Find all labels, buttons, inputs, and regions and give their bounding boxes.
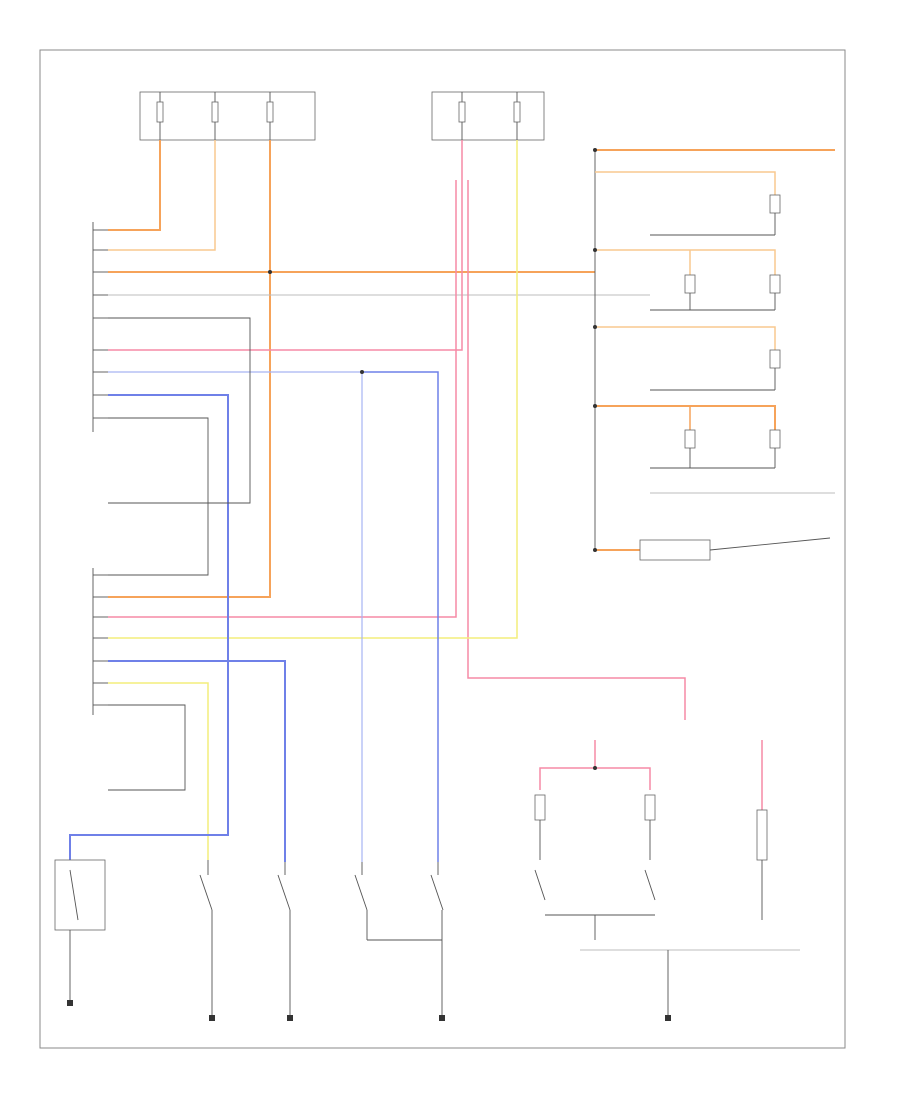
wire-blue-3 xyxy=(108,660,286,862)
connector-pins-upper xyxy=(92,222,108,432)
console-lamp-switch xyxy=(639,539,711,561)
diagram-frame xyxy=(39,49,846,1049)
fuse-right-2 xyxy=(513,92,521,140)
wire-pink-2 xyxy=(108,180,457,618)
switch-2 xyxy=(199,860,215,1021)
switch-5 xyxy=(430,862,445,1021)
lamp-r2a xyxy=(684,274,696,310)
wire-blue-2 xyxy=(69,394,229,860)
wire-black-3 xyxy=(108,704,186,791)
bottom-right-lamps xyxy=(534,740,800,1021)
wire-lightorange-r1 xyxy=(595,171,776,195)
lamp-r4a xyxy=(684,429,696,468)
switch-4 xyxy=(354,862,442,941)
bottom-switches xyxy=(54,859,445,1021)
wire-yellow xyxy=(108,140,518,639)
fuse-left-1 xyxy=(156,92,164,140)
lamp-r2b xyxy=(650,274,781,311)
fuse-block-left xyxy=(139,91,316,141)
wire-orange-fuse3 xyxy=(108,140,271,598)
lamp-r3 xyxy=(650,349,781,391)
wire-lightorange-fuse2 xyxy=(108,140,216,251)
fuse-left-3 xyxy=(266,92,274,140)
lamp-r1 xyxy=(650,194,781,236)
wire-black-1 xyxy=(108,317,251,504)
wire-lightorange-r3 xyxy=(595,326,776,350)
wire-yellow-2 xyxy=(108,682,209,860)
wire-pink-bottom xyxy=(539,767,651,790)
wire-orange-r4 xyxy=(595,405,776,430)
wire-lightorange-r2 xyxy=(595,249,776,275)
switch-1 xyxy=(54,859,106,1006)
lamp-r4b xyxy=(650,429,781,469)
wire-orange-fuse1 xyxy=(108,140,161,231)
fuse-right-1 xyxy=(458,92,466,140)
splice-points xyxy=(268,148,597,770)
lamp-b1 xyxy=(534,794,546,901)
wire-pink-3 xyxy=(467,180,686,720)
wire-pink-main xyxy=(108,140,463,351)
lamp-b3 xyxy=(756,809,768,920)
wire-black-2 xyxy=(108,417,209,576)
wire-blue-1 xyxy=(362,371,439,862)
right-lamp-section xyxy=(594,149,835,561)
fuse-left-2 xyxy=(211,92,219,140)
fuse-block-right xyxy=(431,91,545,141)
connector-pins-lower xyxy=(92,568,108,715)
switch-3 xyxy=(277,862,293,1021)
lamp-b2 xyxy=(644,794,656,901)
